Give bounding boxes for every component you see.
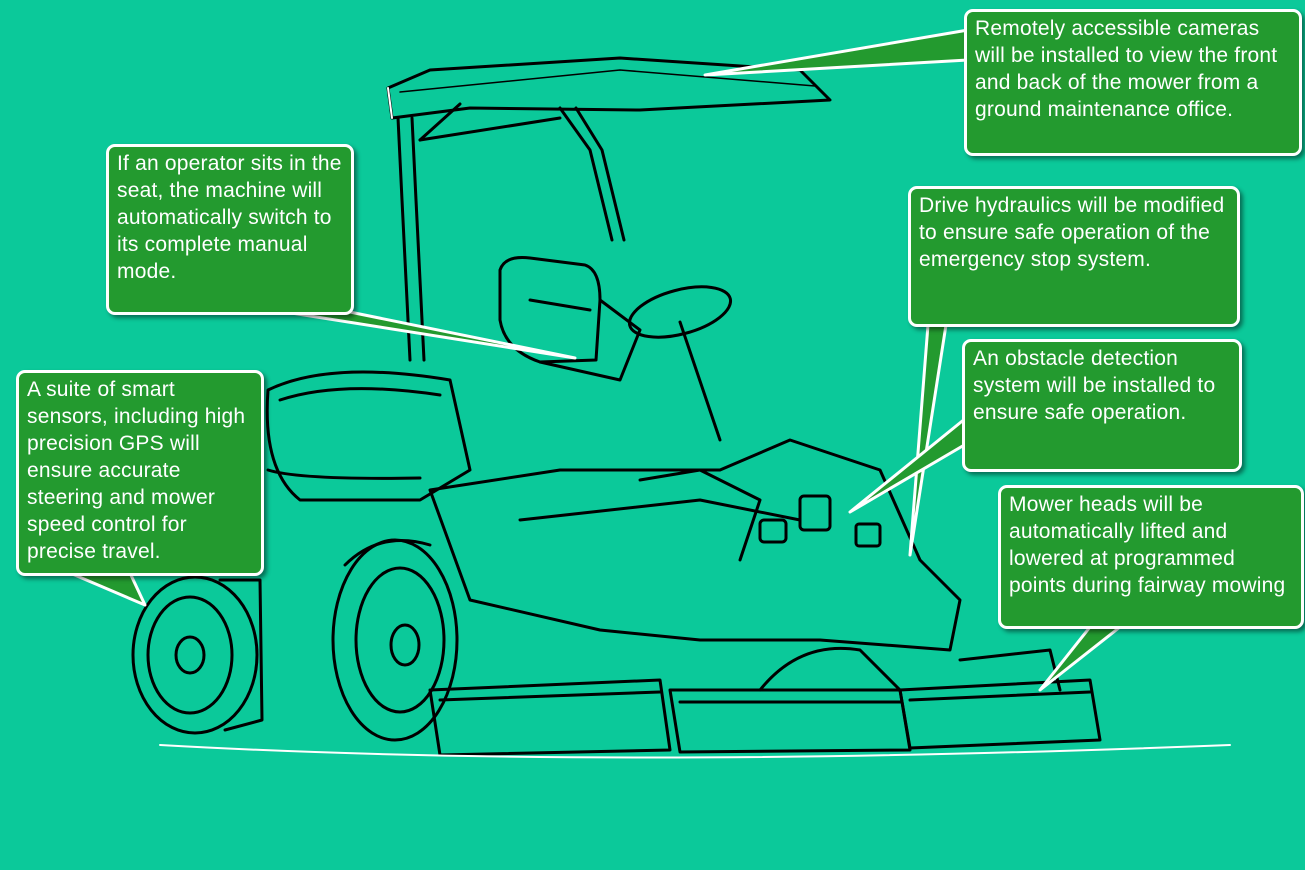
rear-wheel <box>133 577 262 733</box>
steering-wheel <box>624 277 736 440</box>
front-wheel <box>333 540 457 740</box>
obstacle-detection-callout-text: An obstacle detection system will be ins… <box>973 345 1231 426</box>
mower-heads-callout-text: Mower heads will be automatically lifted… <box>1009 491 1293 599</box>
main-chassis <box>430 440 960 650</box>
operator-pointer <box>285 310 575 358</box>
rollover-frame <box>398 104 624 360</box>
cameras-callout-text: Remotely accessible cameras will be inst… <box>975 15 1291 123</box>
sensors-pointer <box>70 573 145 605</box>
mower-decks <box>430 648 1100 755</box>
operator-seat-callout-text: If an operator sits in the seat, the mac… <box>117 150 343 285</box>
drive-hydraulics-callout-text: Drive hydraulics will be modified to ens… <box>919 192 1229 273</box>
cameras-callout: Remotely accessible cameras will be inst… <box>964 9 1302 156</box>
rear-body <box>267 372 470 500</box>
obstacle-detection-callout: An obstacle detection system will be ins… <box>962 339 1242 472</box>
smart-sensors-callout: A suite of smart sensors, including high… <box>16 370 264 576</box>
drive-hydraulics-callout: Drive hydraulics will be modified to ens… <box>908 186 1240 327</box>
mower-heads-callout: Mower heads will be automatically lifted… <box>998 485 1304 629</box>
cameras-pointer <box>705 30 968 75</box>
smart-sensors-callout-text: A suite of smart sensors, including high… <box>27 376 253 565</box>
operator-seat-callout: If an operator sits in the seat, the mac… <box>106 144 354 315</box>
operator-seat <box>500 258 640 381</box>
